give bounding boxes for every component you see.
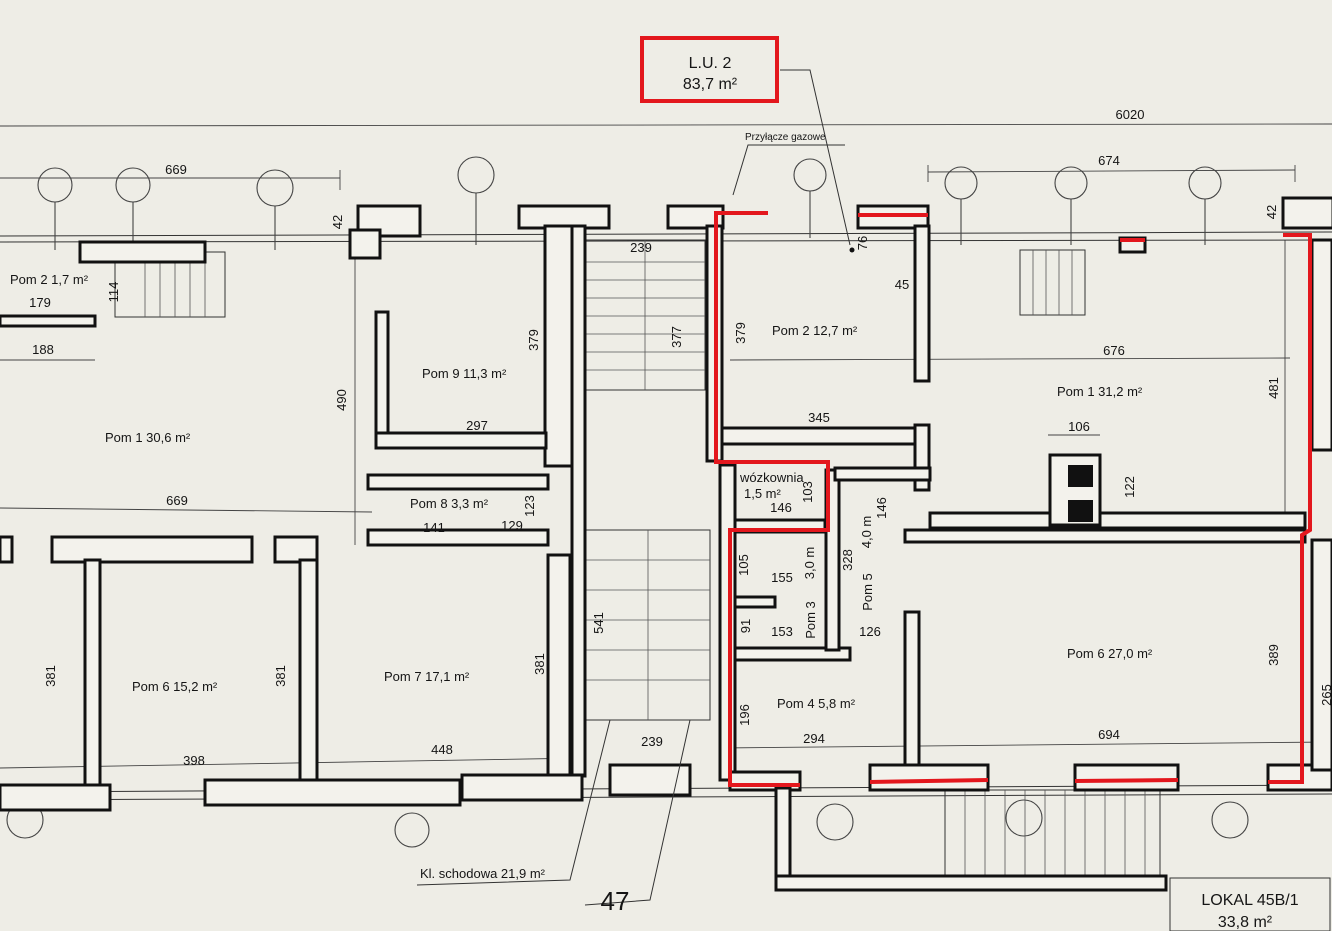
tree-icon (115, 167, 151, 250)
dim-label: 123 (522, 495, 537, 517)
dim-label: 377 (669, 326, 684, 348)
leader-lines (416, 69, 855, 906)
dim-label: 669 (165, 162, 187, 177)
dim-label: 42 (330, 215, 345, 229)
trees (6, 156, 1249, 848)
dim-label: 379 (733, 322, 748, 344)
dim-label: 129 (501, 518, 523, 533)
lu2-boundary (640, 36, 1312, 787)
room-label-pom8: Pom 8 3,3 m² (410, 496, 489, 511)
dim-label: 239 (630, 240, 652, 255)
dim-label: 239 (641, 734, 663, 749)
room-area-pom5: 4,0 m (859, 516, 874, 549)
room-label-pom6: Pom 6 27,0 m² (1067, 646, 1153, 661)
tree-icon (1188, 166, 1222, 245)
dim-label: 541 (591, 612, 606, 634)
room-label-pom7: Pom 7 17,1 m² (384, 669, 470, 684)
tree-icon (1005, 799, 1043, 837)
room-area-wozkownia: 1,5 m² (744, 486, 782, 501)
room-label-pom9: Pom 9 11,3 m² (422, 366, 507, 381)
dim-label: 105 (736, 554, 751, 576)
dim-label: 294 (803, 731, 825, 746)
dim-label: 669 (166, 493, 188, 508)
dim-label: 126 (859, 624, 881, 639)
dim-label: 398 (183, 753, 205, 768)
dim-label: 381 (532, 653, 547, 675)
staircase-label: Kl. schodowa 21,9 m² (420, 866, 546, 881)
tree-icon (394, 812, 430, 848)
dim-label: 389 (1266, 644, 1281, 666)
tree-icon (793, 158, 827, 238)
dim-label: 345 (808, 410, 830, 425)
tree-icon (816, 803, 854, 841)
dim-label: 45 (895, 277, 909, 292)
dim-label: 676 (1103, 343, 1125, 358)
dim-label: 106 (1068, 419, 1090, 434)
dim-label: 381 (43, 665, 58, 687)
dim-label: 146 (770, 500, 792, 515)
dim-label: 122 (1122, 476, 1137, 498)
dim-label: 694 (1098, 727, 1120, 742)
tree-icon (1211, 801, 1249, 839)
lokal-area: 33,8 m² (1218, 914, 1273, 931)
dim-label: 155 (771, 570, 793, 585)
dim-label: 141 (423, 520, 445, 535)
dim-label: 196 (737, 704, 752, 726)
room-label-pom1: Pom 1 31,2 m² (1057, 384, 1143, 399)
room-label-pom2-left: Pom 2 1,7 m² (10, 272, 89, 287)
lokal-name: LOKAL 45B/1 (1201, 892, 1298, 909)
dim-label: 76 (855, 236, 870, 250)
walls (0, 196, 1332, 931)
room-label-pom1-left: Pom 1 30,6 m² (105, 430, 191, 445)
room-label-pom6-left: Pom 6 15,2 m² (132, 679, 218, 694)
room-label-pom2: Pom 2 12,7 m² (772, 323, 858, 338)
building-number: 47 (601, 886, 630, 916)
tree-icon (37, 167, 73, 250)
title-box-frame (640, 36, 779, 103)
dim-label: 146 (874, 497, 889, 519)
dim-label: 179 (29, 295, 51, 310)
dim-label: 328 (840, 549, 855, 571)
dim-label: 114 (106, 282, 121, 303)
tree-icon (944, 166, 978, 245)
labels: L.U. 2 83,7 m² 6020 Przyłącze gazowe 47 … (10, 55, 1332, 931)
dim-label: 265 (1319, 684, 1332, 706)
room-label-pom5: Pom 5 (860, 573, 875, 611)
dim-label: 188 (32, 342, 54, 357)
room-label-wozkownia: wózkownia (739, 470, 804, 485)
dim-label: 379 (526, 329, 541, 351)
title-box-name: L.U. 2 (689, 55, 732, 72)
dim-label: 448 (431, 742, 453, 757)
room-label-pom4: Pom 4 5,8 m² (777, 696, 856, 711)
title-box-area: 83,7 m² (683, 76, 738, 93)
tree-icon (1054, 166, 1088, 245)
dim-label: 153 (771, 624, 793, 639)
dim-label: 42 (1264, 205, 1279, 219)
dimension-lines (0, 123, 1332, 769)
dim-label: 481 (1266, 377, 1281, 399)
dim-label: 381 (273, 665, 288, 687)
overall-width-dim: 6020 (1116, 107, 1145, 122)
dim-label: 103 (800, 481, 815, 503)
tree-icon (256, 169, 294, 250)
stairs (114, 239, 1161, 881)
room-area-pom3: 3,0 m (802, 547, 817, 580)
dim-label: 674 (1098, 153, 1120, 168)
room-label-pom3: Pom 3 (803, 601, 818, 639)
dim-label: 490 (334, 389, 349, 411)
tree-icon (457, 156, 495, 245)
dim-label: 91 (738, 619, 753, 633)
gas-connection-label: Przyłącze gazowe (745, 132, 826, 143)
dim-label: 297 (466, 418, 488, 433)
